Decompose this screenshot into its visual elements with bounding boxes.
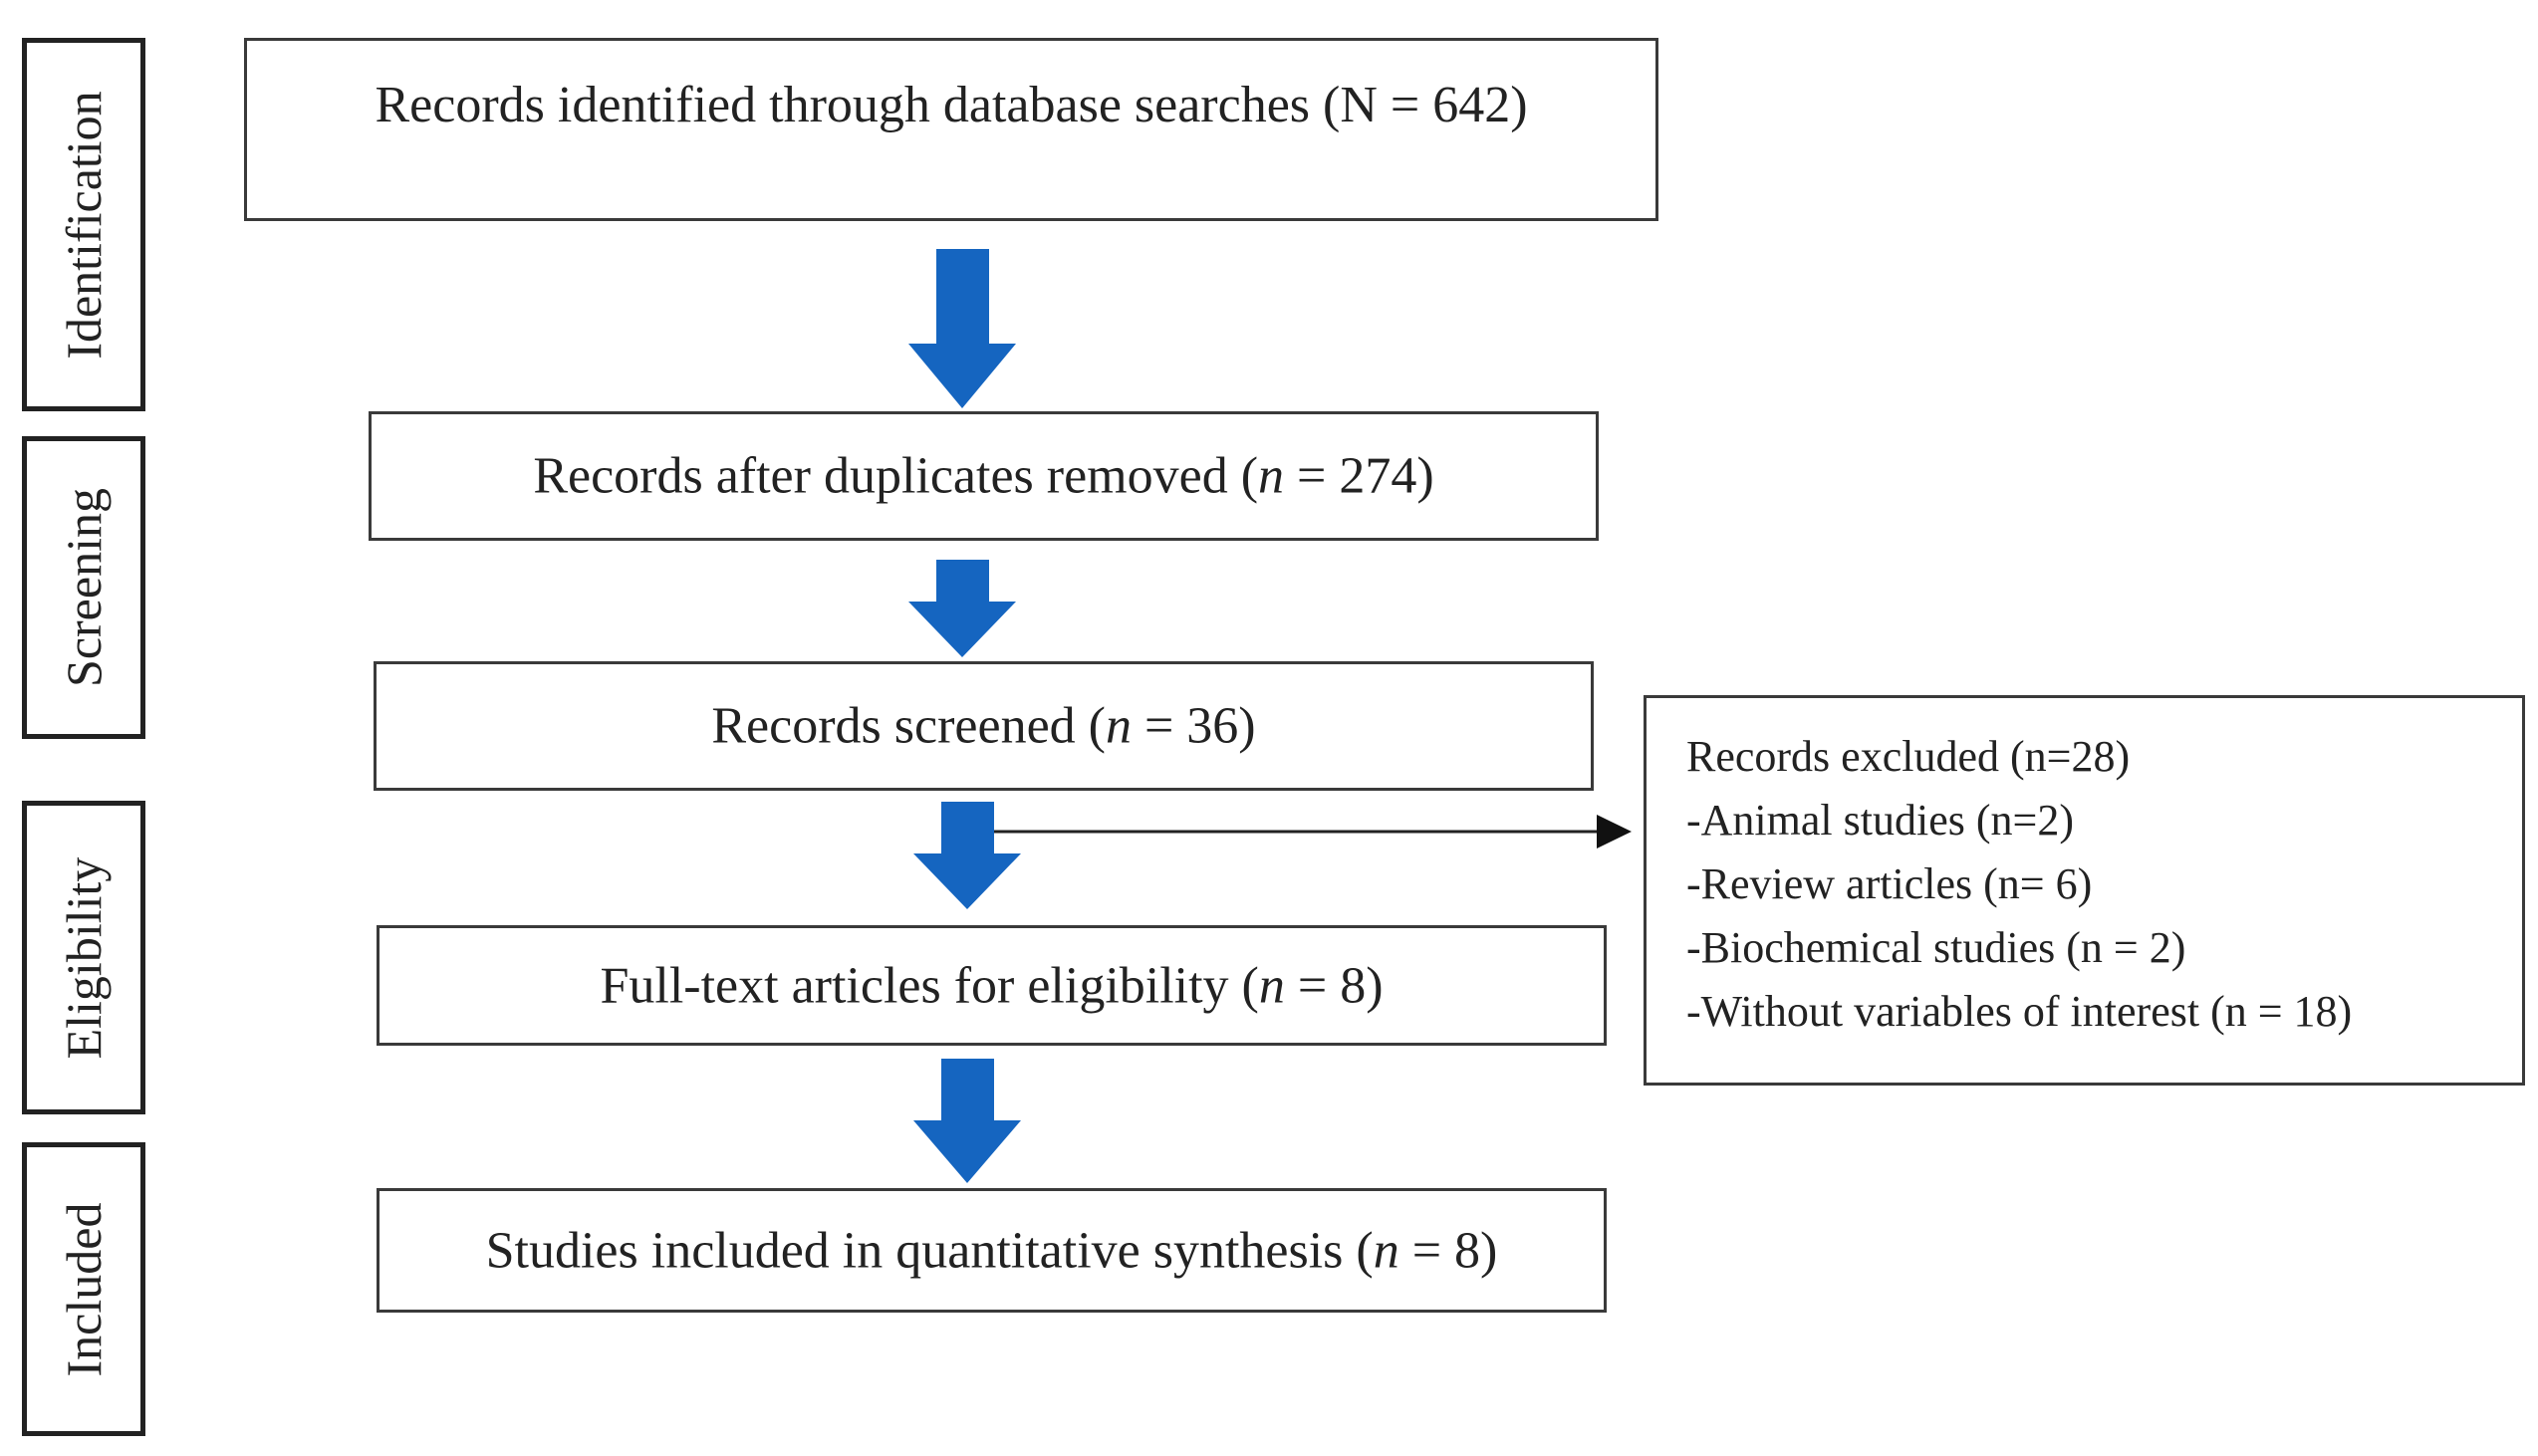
included-text-n: n — [1373, 1221, 1399, 1279]
screened-text-suffix: = 36) — [1131, 697, 1256, 755]
included-text-suffix: = 8) — [1398, 1221, 1498, 1279]
identified-text-main: Records identified through database sear… — [375, 77, 1528, 133]
excluded-item-without-variables: -Without variables of interest (n = 18) — [1686, 987, 2353, 1036]
identified-text: Records identified through database sear… — [247, 77, 1655, 133]
included-text: Studies included in quantitative synthes… — [380, 1222, 1604, 1279]
stage-screening: Screening — [22, 436, 145, 739]
duplicates-text: Records after duplicates removed (n = 27… — [372, 447, 1596, 504]
arrow-down-3 — [913, 802, 1021, 909]
stage-eligibility: Eligibility — [22, 801, 145, 1114]
fulltext-text-prefix: Full-text articles for eligibility ( — [600, 956, 1259, 1014]
duplicates-text-n: n — [1258, 447, 1285, 505]
arrow-down-4 — [913, 1059, 1021, 1183]
excluded-box: Records excluded (n=28) -Animal studies … — [1644, 695, 2525, 1086]
screened-text-n: n — [1105, 697, 1132, 755]
stage-included: Included — [22, 1142, 145, 1436]
duplicates-text-prefix: Records after duplicates removed ( — [533, 447, 1259, 505]
duplicates-box: Records after duplicates removed (n = 27… — [369, 411, 1599, 541]
screened-text: Records screened (n = 36) — [377, 697, 1591, 754]
fulltext-text: Full-text articles for eligibility (n = … — [380, 957, 1604, 1014]
included-box: Studies included in quantitative synthes… — [377, 1188, 1607, 1313]
fulltext-text-n: n — [1258, 956, 1285, 1014]
duplicates-text-suffix: = 274) — [1284, 447, 1434, 505]
screened-text-prefix: Records screened ( — [711, 697, 1106, 755]
stage-identification: Identification — [22, 38, 145, 411]
arrow-down-1 — [908, 249, 1016, 408]
excluded-item-review: -Review articles (n= 6) — [1686, 859, 2093, 908]
exclusion-arrowhead — [1597, 815, 1632, 849]
screened-box: Records screened (n = 36) — [374, 661, 1594, 791]
fulltext-text-suffix: = 8) — [1284, 956, 1384, 1014]
fulltext-box: Full-text articles for eligibility (n = … — [377, 925, 1607, 1046]
excluded-item-biochemical: -Biochemical studies (n = 2) — [1686, 923, 2186, 972]
excluded-item-animal: -Animal studies (n=2) — [1686, 796, 2074, 845]
included-text-prefix: Studies included in quantitative synthes… — [485, 1221, 1374, 1279]
arrow-down-2 — [908, 560, 1016, 657]
excluded-title: Records excluded (n=28) — [1686, 732, 2131, 781]
identified-box: Records identified through database sear… — [244, 38, 1658, 221]
